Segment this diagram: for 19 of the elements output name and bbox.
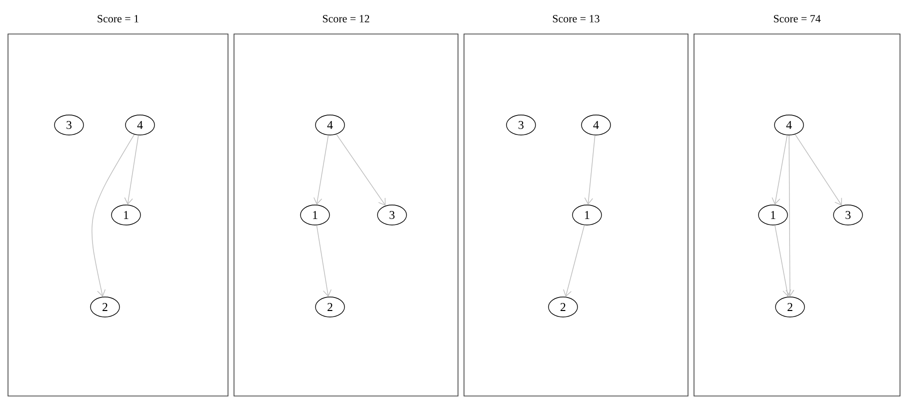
panel-title: Score = 13 bbox=[552, 15, 600, 22]
arrow bbox=[774, 224, 792, 297]
arrow bbox=[336, 134, 386, 206]
panel-frame bbox=[464, 15, 688, 396]
panel-frame bbox=[694, 15, 900, 396]
arrow bbox=[314, 134, 329, 205]
arrow bbox=[92, 134, 135, 297]
arrow bbox=[124, 134, 139, 205]
panel-frame bbox=[8, 15, 228, 396]
arrow bbox=[794, 134, 842, 206]
panel-title: Score = 74 bbox=[774, 15, 821, 22]
arrow bbox=[563, 224, 585, 297]
panel-title: Score = 12 bbox=[322, 15, 370, 22]
panel-frame bbox=[234, 15, 458, 396]
arrow bbox=[772, 134, 788, 205]
arrow bbox=[316, 224, 332, 297]
arrow bbox=[584, 134, 596, 205]
arrow bbox=[786, 135, 794, 297]
panel-title: Score = 1 bbox=[98, 15, 138, 22]
